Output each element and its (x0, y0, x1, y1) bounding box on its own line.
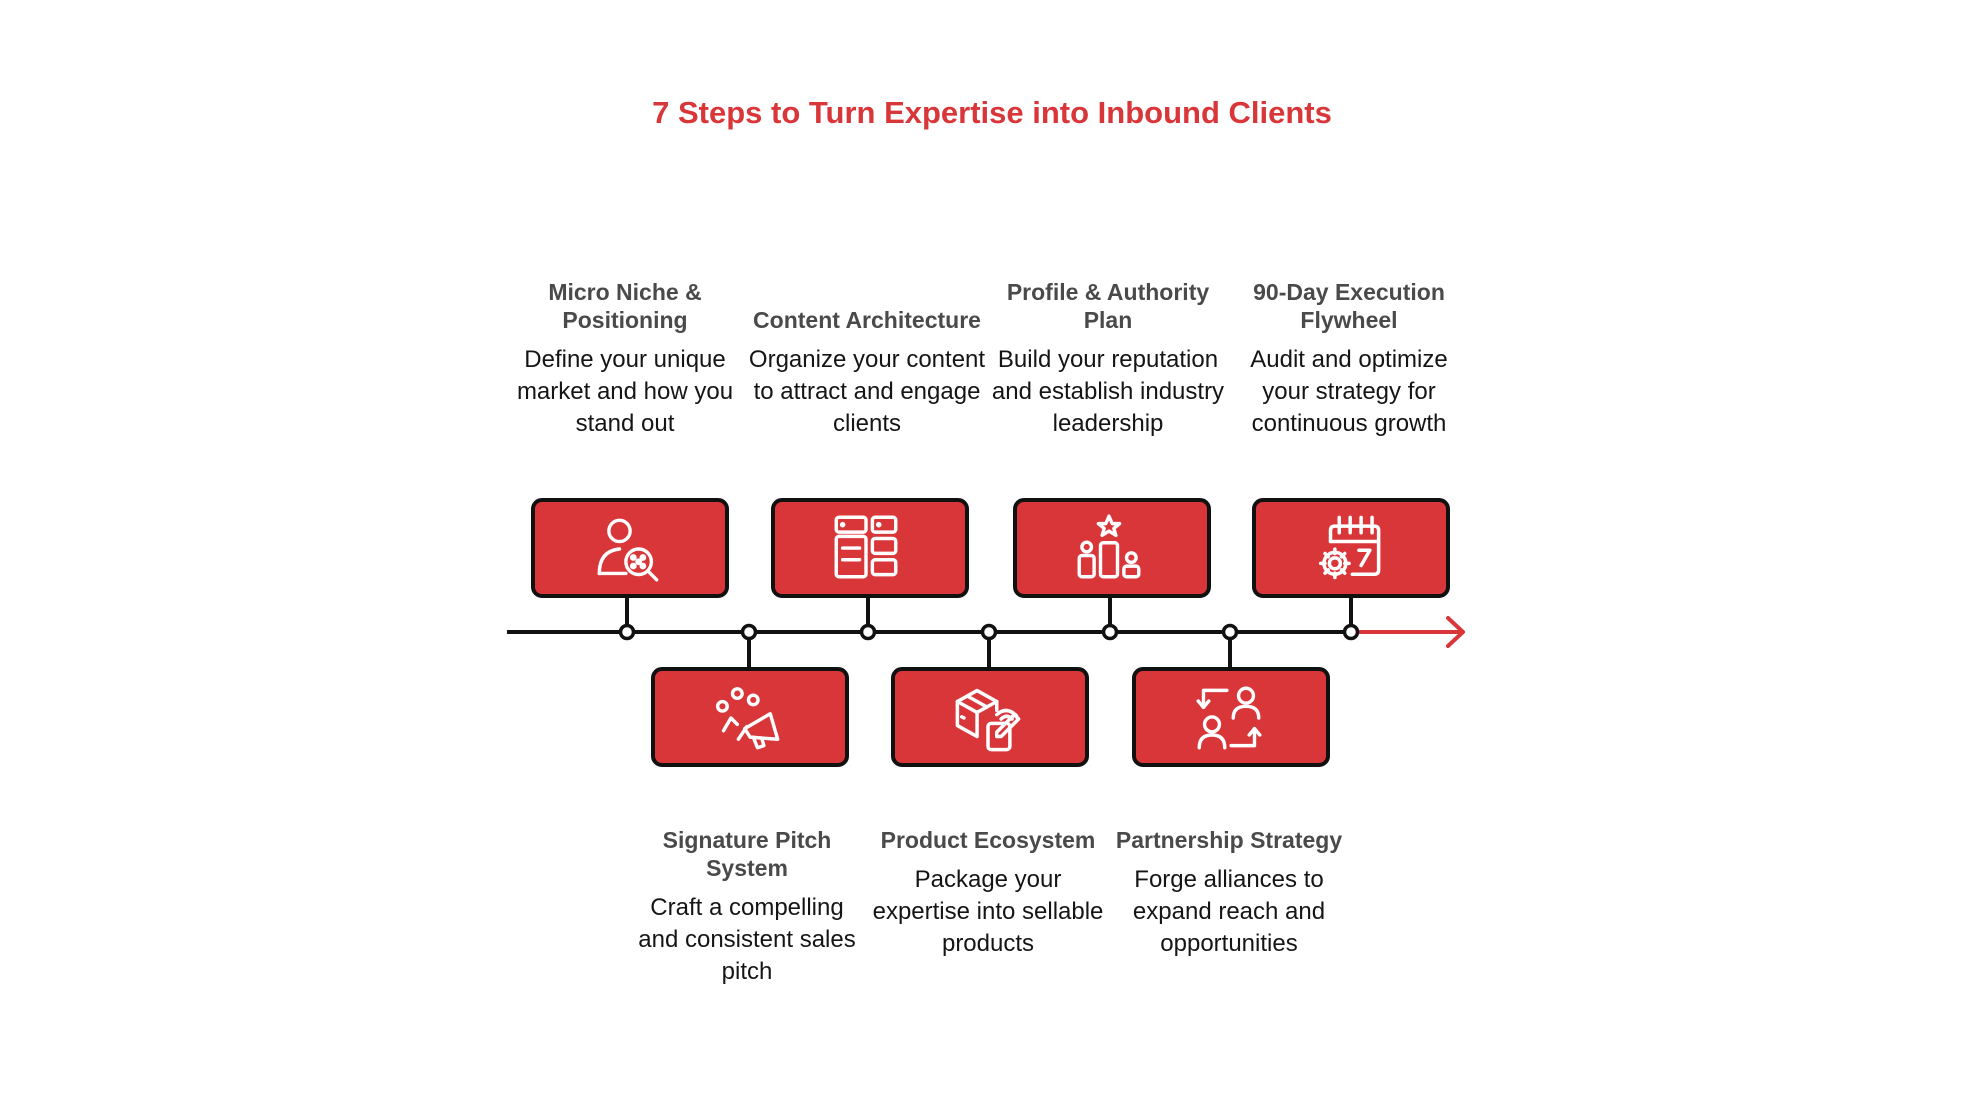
step-7-node (1252, 498, 1450, 641)
step-5-text: Profile & Authority Plan Build your repu… (988, 278, 1228, 440)
step-2-title: Signature Pitch System (662, 827, 832, 881)
step-6-title: Partnership Strategy (1115, 827, 1343, 853)
step-7-box (1252, 498, 1450, 598)
step-2-box (651, 667, 849, 767)
step-6-node (1132, 623, 1330, 767)
step-7-title: 90-Day Execution Flywheel (1253, 279, 1445, 333)
step-6-description: Forge alliances to expand reach and oppo… (1132, 866, 1326, 957)
step-5-box (1013, 498, 1211, 598)
page-title: 7 Steps to Turn Expertise into Inbound C… (652, 95, 1332, 130)
step-3-text: Content Architecture Organize your conte… (747, 306, 987, 440)
step-4-text: Product Ecosystem Package your expertise… (868, 826, 1108, 960)
step-2-description: Craft a compelling and consistent sales … (638, 894, 856, 985)
step-4-node (891, 623, 1089, 767)
step-1-text: Micro Niche & Positioning Define your un… (505, 278, 745, 440)
step-2-text: Signature Pitch System Craft a compellin… (627, 826, 867, 988)
step-4-title: Product Ecosystem (880, 827, 1096, 853)
step-4-description: Package your expertise into sellable pro… (872, 866, 1104, 957)
step-1-node (531, 498, 729, 641)
step-4-box (891, 667, 1089, 767)
step-5-node (1013, 498, 1211, 641)
step-1-title: Micro Niche & Positioning (548, 279, 702, 333)
step-3-title: Content Architecture (753, 307, 981, 333)
step-5-title: Profile & Authority Plan (1006, 279, 1210, 333)
step-7-text: 90-Day Execution Flywheel Audit and opti… (1229, 278, 1469, 440)
step-2-node (651, 623, 849, 767)
step-3-node (771, 498, 969, 641)
step-3-description: Organize your content to attract and eng… (748, 346, 986, 437)
timeline-arrow-head (1446, 616, 1465, 648)
step-7-description: Audit and optimize your strategy for con… (1250, 346, 1448, 437)
step-6-box (1132, 667, 1330, 767)
step-1-box (531, 498, 729, 598)
step-3-box (771, 498, 969, 598)
step-1-description: Define your unique market and how you st… (516, 346, 734, 437)
step-6-text: Partnership Strategy Forge alliances to … (1109, 826, 1349, 960)
step-5-description: Build your reputation and establish indu… (991, 346, 1225, 437)
